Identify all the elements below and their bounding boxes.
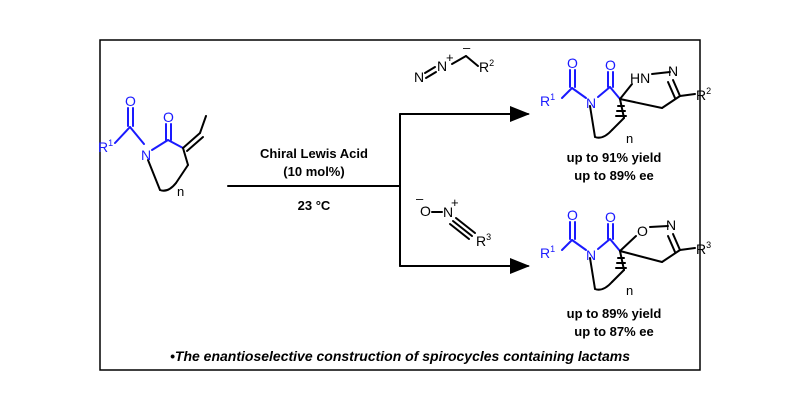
p1-ee: up to 89% ee bbox=[574, 168, 653, 183]
p1-o-acyl: O bbox=[567, 55, 578, 71]
scheme-caption: •The enantioselective construction of sp… bbox=[170, 348, 630, 364]
p2-yield: up to 89% yield bbox=[567, 306, 662, 321]
p2-o-lactam: O bbox=[605, 209, 616, 225]
p1-o-lactam: O bbox=[605, 57, 616, 73]
diazo-n-terminal: N bbox=[414, 69, 424, 85]
no-nitrogen: N bbox=[443, 204, 453, 220]
p2-o-acyl: O bbox=[567, 207, 578, 223]
nitrile-oxide-reagent: – O N + R3 bbox=[416, 191, 491, 249]
substrate-r1: R1 bbox=[98, 138, 113, 155]
no-minus: – bbox=[416, 191, 424, 206]
diazo-n-central: N bbox=[437, 58, 447, 74]
p2-r3: R3 bbox=[696, 240, 711, 257]
diazo-minus: – bbox=[463, 40, 471, 55]
p1-subscript-n: n bbox=[626, 131, 633, 146]
p2-o-ring: O bbox=[637, 223, 648, 239]
isoxazoline-product: O O N R1 O N R3 n bbox=[540, 207, 711, 298]
substrate-o-acyl: O bbox=[125, 93, 136, 109]
p2-n: N bbox=[586, 247, 596, 263]
substrate-n: N bbox=[141, 147, 151, 163]
substrate-subscript-n: n bbox=[177, 184, 184, 199]
loading-label: (10 mol%) bbox=[283, 164, 344, 179]
p2-ee: up to 87% ee bbox=[574, 324, 653, 339]
no-plus: + bbox=[451, 195, 459, 210]
p1-r1: R1 bbox=[540, 92, 555, 109]
no-r3: R3 bbox=[476, 232, 491, 249]
p1-hn: HN bbox=[630, 70, 650, 86]
diazo-plus: + bbox=[446, 50, 454, 65]
pyrazoline-product: O O N R1 HN N R2 n bbox=[540, 55, 711, 146]
p1-n-ring: N bbox=[668, 63, 678, 79]
substrate-o-lactam: O bbox=[163, 109, 174, 125]
temperature-label: 23 °C bbox=[298, 198, 331, 213]
substrate-structure: O O N R1 n bbox=[98, 93, 207, 199]
diazo-reagent: N N + – R2 bbox=[414, 40, 494, 85]
p2-n-ring: N bbox=[666, 217, 676, 233]
p1-r2: R2 bbox=[696, 86, 711, 103]
p1-yield: up to 91% yield bbox=[567, 150, 662, 165]
catalyst-label: Chiral Lewis Acid bbox=[260, 146, 368, 161]
scheme-frame bbox=[99, 39, 701, 371]
diazo-r2: R2 bbox=[479, 58, 494, 75]
no-oxygen: O bbox=[420, 203, 431, 219]
p2-subscript-n: n bbox=[626, 283, 633, 298]
p1-n: N bbox=[586, 95, 596, 111]
p2-r1: R1 bbox=[540, 244, 555, 261]
